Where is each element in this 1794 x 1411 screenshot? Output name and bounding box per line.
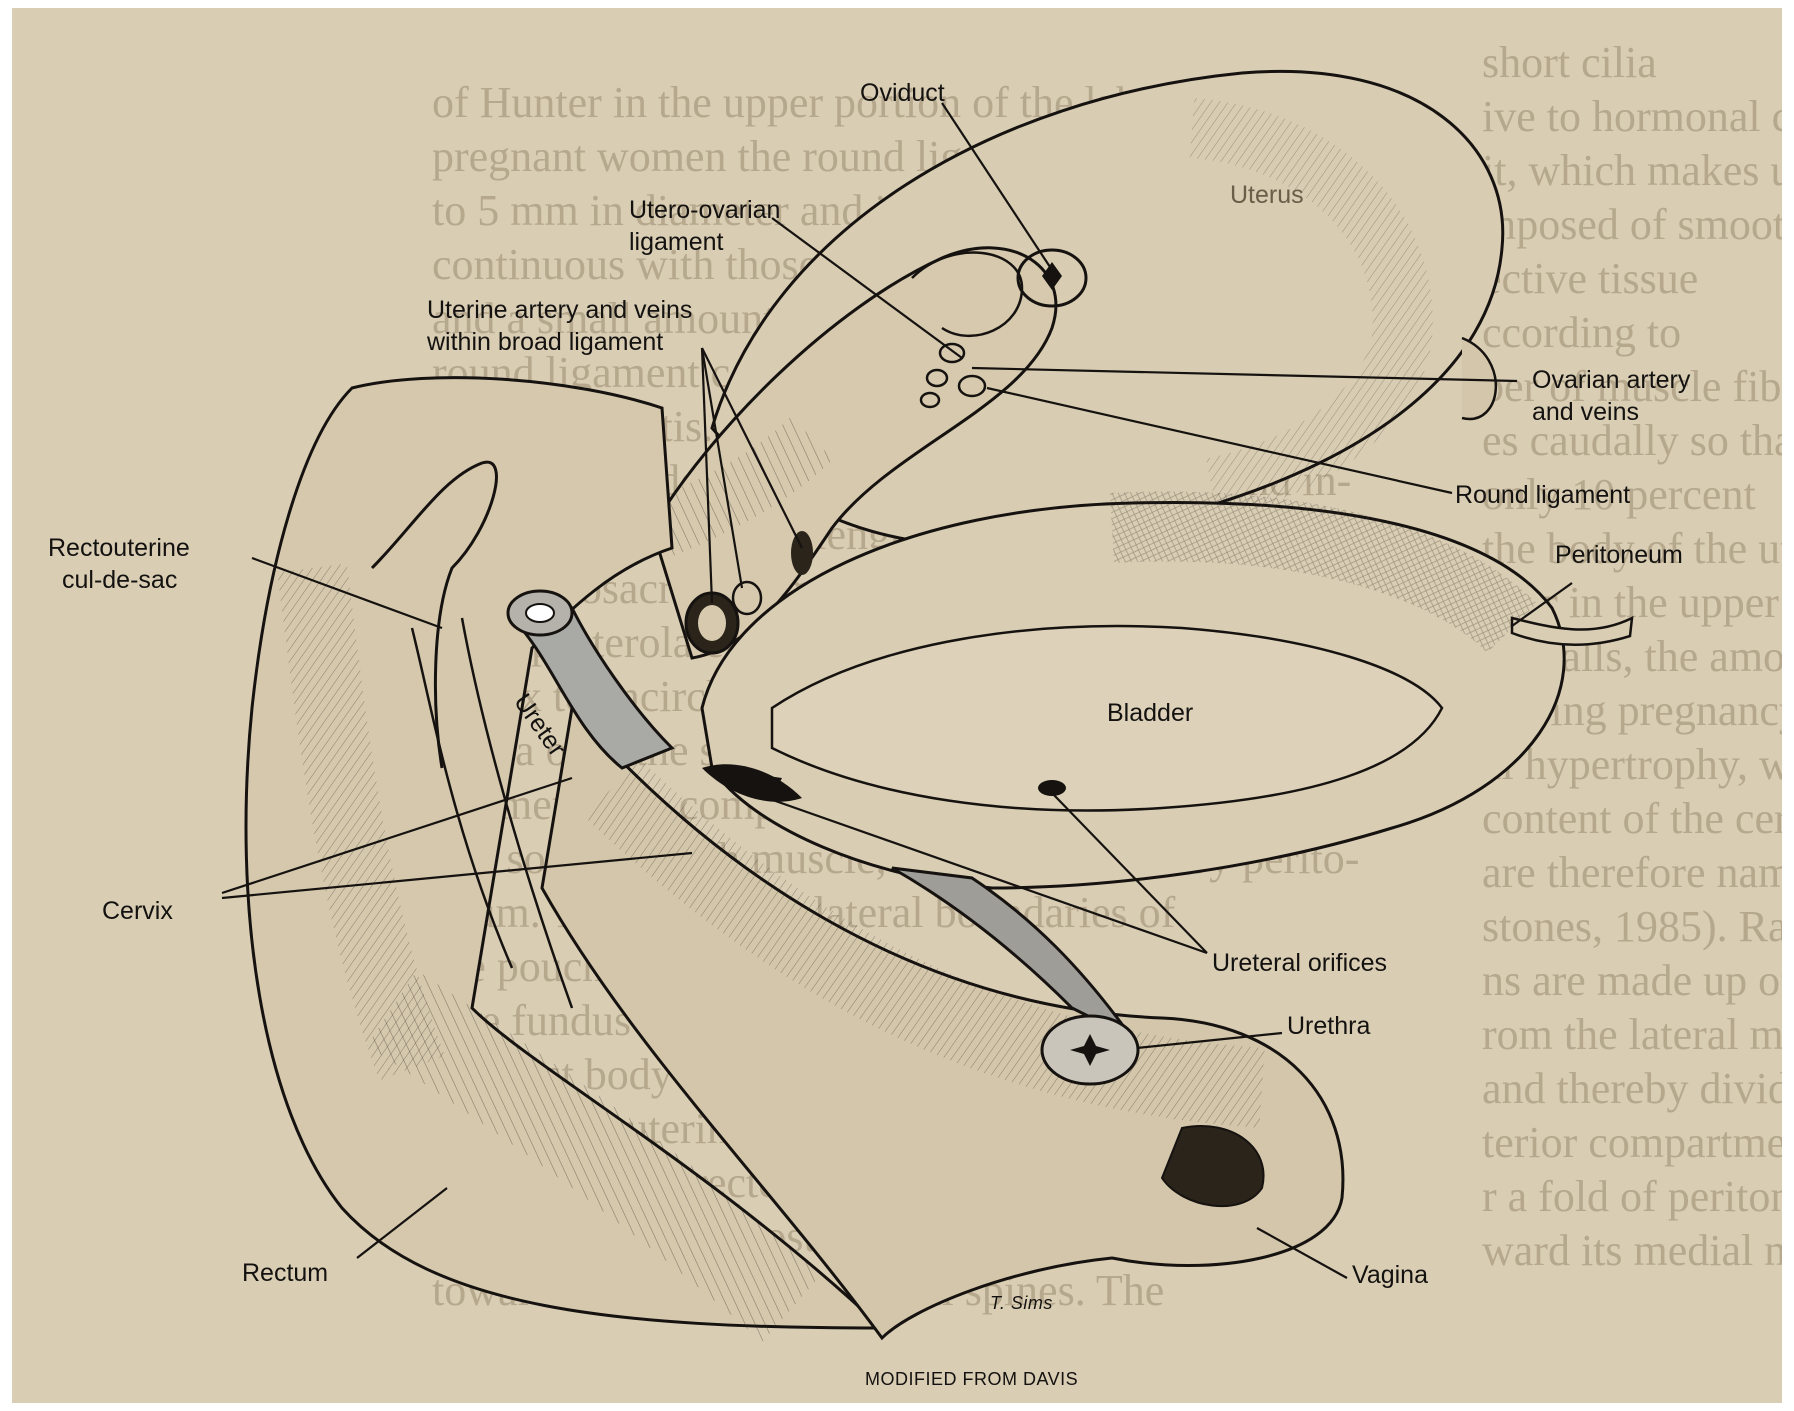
label-urethra: Urethra (1287, 1011, 1370, 1041)
label-peritoneum: Peritoneum (1555, 540, 1683, 570)
anatomical-illustration (12, 8, 1782, 1403)
label-ovarian-artery-line1: Ovarian artery (1532, 365, 1690, 395)
label-cervix: Cervix (102, 896, 173, 926)
bladder-shape (702, 502, 1564, 888)
label-ovarian-artery-line2: and veins (1532, 397, 1639, 427)
photo-of-textbook-page: of Hunter in the upper portion of the la… (12, 8, 1782, 1403)
label-uterine-artery-line2: within broad ligament (427, 327, 663, 357)
illustrator-signature: T. Sims (990, 1288, 1053, 1318)
label-round-ligament: Round ligament (1455, 480, 1630, 510)
label-rectum: Rectum (242, 1258, 328, 1288)
label-utero-ovarian-line2: ligament (629, 227, 724, 257)
label-vagina: Vagina (1352, 1260, 1428, 1290)
label-uterine-artery-line1: Uterine artery and veins (427, 295, 692, 325)
figure-credit: MODIFIED FROM DAVIS (865, 1364, 1078, 1394)
label-bladder: Bladder (1107, 698, 1193, 728)
label-uterus: Uterus (1230, 180, 1304, 210)
label-utero-ovarian-line1: Utero-ovarian (629, 195, 780, 225)
label-oviduct: Oviduct (860, 78, 945, 108)
label-rectouterine-line2: cul-de-sac (62, 565, 177, 595)
label-ureteral-orifices: Ureteral orifices (1212, 948, 1387, 978)
label-rectouterine-line1: Rectouterine (48, 533, 190, 563)
